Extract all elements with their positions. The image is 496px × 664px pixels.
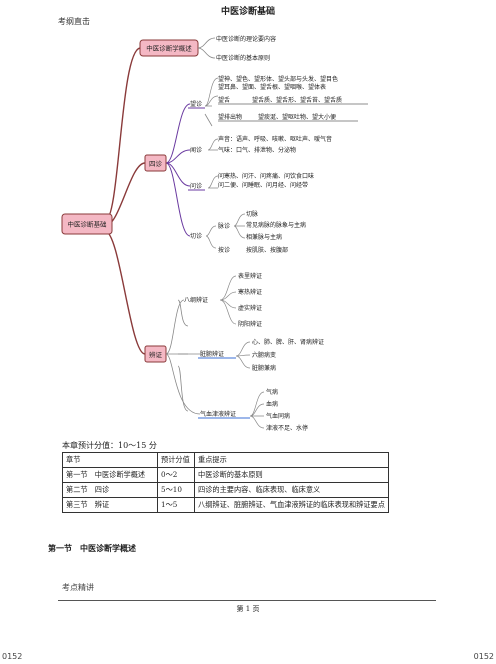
node-qixue-label: 气血津液辨证 xyxy=(200,410,236,418)
bagang-item: 阴阳辨证 xyxy=(238,320,262,328)
score-table: 章节 预计分值 重点提示 第一节 中医诊断学概述 0～2 中医诊断的基本原则 第… xyxy=(62,452,389,513)
wen1-line: 声音：语声、呼吸、咳嗽、呕吐声、嗳气音 xyxy=(218,135,332,143)
wen2-line: 问寒热、问汗、问疼痛、问饮食口味 xyxy=(218,172,314,180)
wang-paichu-label: 望排出物 xyxy=(218,113,242,121)
table-header-cell: 重点提示 xyxy=(194,452,389,468)
corner-mark-left: 0152 xyxy=(2,652,23,661)
overview-item: 中医诊断的基本原则 xyxy=(216,54,270,62)
wang-line: 望耳鼻、望面、望舌根、望咽喉、望体表 xyxy=(218,83,326,91)
table-header-row: 章节 预计分值 重点提示 xyxy=(62,452,389,468)
wang-line: 望神、望色、望形体、望头部与头发、望目色 xyxy=(218,75,338,83)
wang-paichu-item: 望痰涎、望呕吐物、望大小便 xyxy=(258,113,336,121)
table-cell: 中医诊断的基本原则 xyxy=(194,467,389,483)
wang-she-label: 望舌 xyxy=(218,96,230,104)
table-cell: 第三节 辨证 xyxy=(62,497,158,513)
connector-line xyxy=(104,230,146,355)
page-number: 第 1 页 xyxy=(236,605,260,613)
qie-an-label: 按诊 xyxy=(218,246,230,254)
node-root xyxy=(61,213,113,235)
table-cell: 第一节 中医诊断学概述 xyxy=(62,467,158,483)
table-cell: 5～10 xyxy=(157,482,195,498)
table-cell: 1～5 xyxy=(157,497,195,513)
node-zangfu-label: 脏腑辨证 xyxy=(200,350,224,358)
qie-mai-label: 脉诊 xyxy=(218,222,230,230)
table-row: 第三节 辨证 1～5 八纲辨证、脏腑辨证、气血津液辨证的临床表现和辨证要点 xyxy=(62,497,389,513)
qixue-item: 气病 xyxy=(266,388,278,396)
table-cell: 四诊的主要内容、临床表现、临床意义 xyxy=(194,482,389,498)
qixue-item: 血病 xyxy=(266,400,278,408)
table-cell: 第二节 四诊 xyxy=(62,482,158,498)
node-sizhen-label: 四诊 xyxy=(149,159,163,168)
node-wen1-label: 闻诊 xyxy=(190,146,202,154)
page-title: 中医诊断基础 xyxy=(220,7,275,17)
qixue-item: 津液不足、水停 xyxy=(266,424,308,432)
qie-mai-item: 切脉 xyxy=(246,210,258,218)
wen1-line: 气味：口气、排泄物、分泌物 xyxy=(218,146,296,154)
zangfu-item: 六腑病变 xyxy=(252,351,276,359)
node-wen2-label: 问诊 xyxy=(190,182,202,190)
subheading: 考点精讲 xyxy=(62,583,94,592)
qixue-item: 气血同病 xyxy=(266,412,290,420)
node-qie-label: 切诊 xyxy=(190,232,202,240)
table-row: 第二节 四诊 5～10 四诊的主要内容、临床表现、临床意义 xyxy=(62,482,389,498)
qie-mai-item: 常见病脉的脉象与主病 xyxy=(246,221,306,229)
table-header-cell: 预计分值 xyxy=(157,452,195,468)
qie-an-item: 按肌肤、按腹部 xyxy=(246,246,288,254)
table-cell: 0～2 xyxy=(157,467,195,483)
node-root-label: 中医诊断基础 xyxy=(68,220,108,229)
node-bianzheng-label: 辨证 xyxy=(149,350,163,359)
table-cell: 八纲辨证、脏腑辨证、气血津液辨证的临床表现和辨证要点 xyxy=(194,497,389,513)
bagang-item: 寒热辨证 xyxy=(238,288,262,296)
node-sizhen xyxy=(144,154,167,172)
wang-she-item: 望舌质、望舌形、望舌苔、望舌质 xyxy=(252,96,342,104)
node-overview-label: 中医诊断学概述 xyxy=(146,44,192,53)
bagang-item: 虚实辨证 xyxy=(238,304,262,312)
connector-line xyxy=(104,47,141,222)
corner-mark-right: 0152 xyxy=(473,652,494,661)
qie-mai-item: 相兼脉与主病 xyxy=(246,233,282,241)
bagang-item: 表里辨证 xyxy=(238,272,262,280)
footer-divider xyxy=(58,600,436,601)
wen2-line: 问二便、问睡眠、问月经、问经带 xyxy=(218,181,308,189)
score-label: 本章预计分值：10～15 分 xyxy=(62,441,157,450)
zangfu-item: 脏腑兼病 xyxy=(252,364,276,372)
mind-map: 中医诊断学概述 中医诊断的理论要内容 中医诊断的基本原则 中医诊断基础 四诊 望… xyxy=(61,35,368,432)
node-wang-label: 望诊 xyxy=(190,100,202,108)
node-bagang-label: 八纲辨证 xyxy=(184,296,208,304)
table-row: 第一节 中医诊断学概述 0～2 中医诊断的基本原则 xyxy=(62,467,389,483)
table-header-cell: 章节 xyxy=(62,452,158,468)
overview-item: 中医诊断的理论要内容 xyxy=(216,35,276,43)
zangfu-item: 心、肺、脾、肝、肾病辨证 xyxy=(252,338,324,346)
section-heading: 第一节 中医诊断学概述 xyxy=(48,544,136,553)
section-label: 考纲直击 xyxy=(58,17,90,26)
